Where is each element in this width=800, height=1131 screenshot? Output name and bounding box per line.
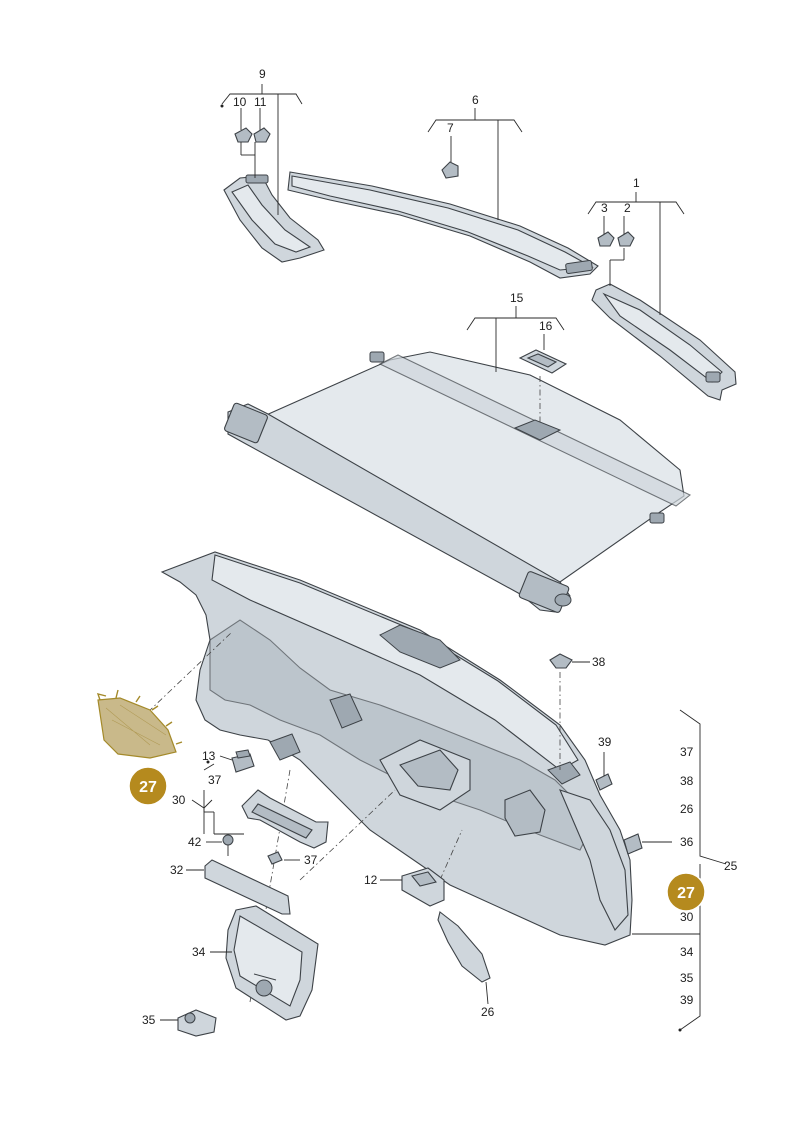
badge-27-left: 27: [128, 766, 168, 806]
trim-26: [437, 911, 491, 983]
label-right-37: 37: [680, 745, 694, 759]
callout-9: [220, 84, 303, 215]
label-2: 2: [624, 201, 631, 215]
pillar-trim-left: [223, 174, 325, 263]
badge-27-right-text: 27: [677, 885, 695, 902]
bracket-30: [241, 789, 329, 849]
label-39: 39: [598, 735, 612, 749]
tailgate-trim-panel: [160, 551, 633, 946]
pillar-trim-right: [591, 283, 737, 401]
callout-6: [427, 108, 523, 220]
assembly-lines: [147, 631, 561, 1003]
label-34: 34: [192, 945, 206, 959]
label-12: 12: [364, 873, 378, 887]
label-6: 6: [472, 93, 479, 107]
label-11: 11: [254, 95, 267, 109]
label-3: 3: [601, 201, 608, 215]
badge-27-left-text: 27: [139, 779, 157, 796]
strip-32: [204, 859, 291, 915]
badge-27-right: 27: [666, 872, 706, 912]
clip-39: [595, 773, 613, 791]
label-10: 10: [233, 95, 247, 109]
label-36: 36: [680, 835, 694, 849]
callout-lines: [160, 661, 727, 1032]
label-30: 30: [172, 793, 186, 807]
clip-11: [253, 127, 271, 143]
label-9: 9: [259, 67, 266, 81]
clip-36: [623, 833, 643, 855]
label-38: 38: [592, 655, 606, 669]
cover-34: [225, 905, 319, 1021]
label-1: 1: [633, 176, 640, 190]
clip-2: [617, 231, 635, 247]
label-37-left: 37: [208, 773, 222, 787]
switch-12: [401, 867, 445, 907]
label-right-26: 26: [680, 802, 694, 816]
label-7: 7: [447, 121, 454, 135]
handle-16: [518, 349, 568, 374]
highlighted-part-27: [96, 689, 183, 759]
clip-13: [231, 749, 255, 773]
callout-15: [466, 306, 565, 422]
clip-3: [597, 231, 615, 247]
callout-1: [587, 192, 685, 315]
clip-37-small: [267, 851, 283, 865]
label-26-bottom: 26: [481, 1005, 495, 1019]
clip-38: [549, 653, 573, 669]
screw-42: [222, 834, 234, 856]
label-16: 16: [539, 319, 553, 333]
label-right-38: 38: [680, 774, 694, 788]
clip-10: [234, 127, 253, 143]
label-37-small: 37: [304, 853, 318, 867]
handle-35: [177, 1009, 217, 1037]
label-right-25: 25: [724, 859, 738, 873]
label-right-35: 35: [680, 971, 694, 985]
label-right-34: 34: [680, 945, 694, 959]
label-right-39: 39: [680, 993, 694, 1007]
clip-7: [441, 161, 459, 179]
label-13: 13: [202, 749, 216, 763]
roof-trim-rail: [287, 171, 599, 279]
label-right-30: 30: [680, 910, 694, 924]
label-42: 42: [188, 835, 202, 849]
label-15: 15: [510, 291, 524, 305]
label-35: 35: [142, 1013, 156, 1027]
label-32: 32: [170, 863, 184, 877]
luggage-cover: [224, 351, 692, 613]
